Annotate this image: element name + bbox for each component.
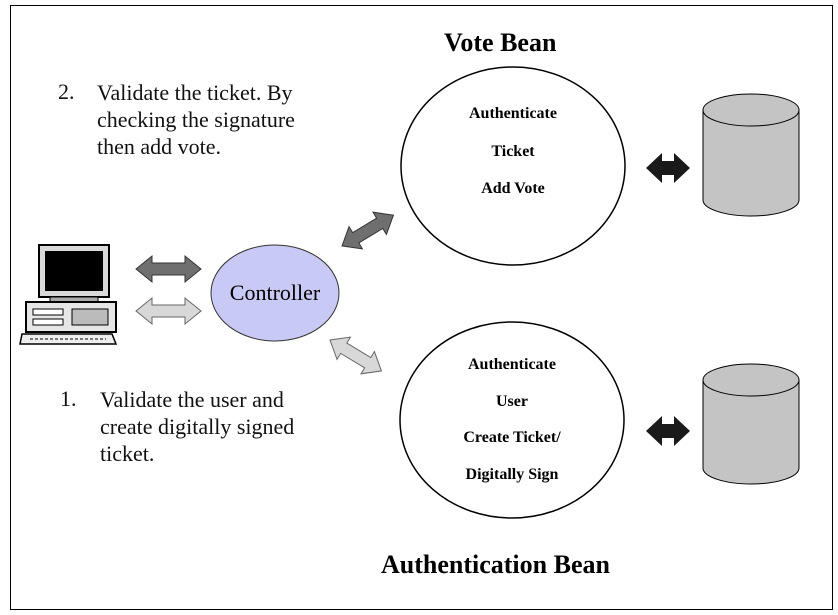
vote-bean-line: Add Vote bbox=[481, 180, 545, 197]
vote-database-icon bbox=[702, 93, 800, 217]
desktop-computer-icon bbox=[19, 244, 118, 345]
vote-bean-line: Ticket bbox=[491, 143, 535, 160]
step-1-description: Validate the user and create digitally s… bbox=[100, 386, 294, 467]
computer-controller-dark-arrow bbox=[135, 254, 202, 284]
controller-label: Controller bbox=[229, 280, 321, 305]
step-1-line: ticket. bbox=[100, 441, 155, 466]
step-2-line: Validate the ticket. By bbox=[97, 80, 293, 105]
diagram-frame bbox=[10, 5, 833, 610]
step-1-line: create digitally signed bbox=[100, 414, 295, 439]
step-2-number: 2. bbox=[58, 79, 75, 104]
controller-auth-bean-arrow bbox=[329, 336, 383, 375]
step-2-line: then add vote. bbox=[97, 134, 222, 159]
auth-bean-database-arrow bbox=[646, 416, 690, 446]
auth-bean-ellipse bbox=[399, 321, 625, 519]
step-2-description: Validate the ticket. By checking the sig… bbox=[97, 79, 295, 160]
vote-bean-database-arrow bbox=[646, 153, 690, 183]
auth-bean-line: User bbox=[496, 393, 528, 410]
computer-controller-light-arrow bbox=[135, 296, 202, 326]
controller-vote-bean-arrow bbox=[341, 211, 395, 250]
vote-bean-line: Authenticate bbox=[469, 105, 557, 122]
auth-database-icon bbox=[702, 363, 800, 485]
auth-bean-title: Authentication Bean bbox=[381, 550, 610, 579]
auth-bean-line: Create Ticket/ bbox=[463, 429, 561, 446]
auth-bean-line: Authenticate bbox=[468, 356, 556, 373]
controller-ellipse bbox=[210, 244, 340, 342]
auth-bean-line: Digitally Sign bbox=[465, 466, 559, 483]
step-1-line: Validate the user and bbox=[100, 387, 284, 412]
step-1-number: 1. bbox=[60, 386, 77, 411]
vote-bean-title: Vote Bean bbox=[444, 28, 557, 57]
vote-bean-ellipse bbox=[400, 66, 626, 266]
step-2-line: checking the signature bbox=[97, 107, 295, 132]
